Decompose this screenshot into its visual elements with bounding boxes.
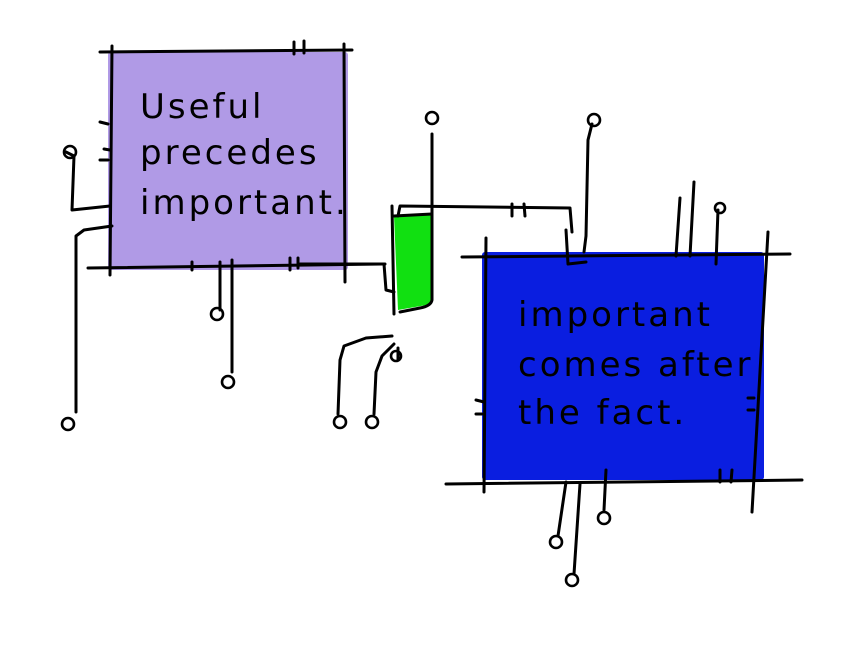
- useful-block-label: Useful precedes important.: [140, 87, 349, 223]
- important-line-1: important: [518, 295, 713, 335]
- important-block: [444, 228, 804, 514]
- important-block-fill: [482, 252, 764, 480]
- useful-line-1: Useful: [140, 87, 264, 127]
- useful-line-2: precedes: [140, 133, 320, 173]
- connector-block-fill: [394, 214, 432, 310]
- pins: [60, 110, 727, 588]
- useful-line-3: important.: [140, 183, 349, 223]
- connector-block: [390, 132, 574, 316]
- important-block-label: important comes after the fact.: [518, 295, 754, 433]
- important-line-3: the fact.: [518, 393, 687, 433]
- important-line-2: comes after: [518, 345, 754, 385]
- useful-block-fill: [108, 52, 348, 270]
